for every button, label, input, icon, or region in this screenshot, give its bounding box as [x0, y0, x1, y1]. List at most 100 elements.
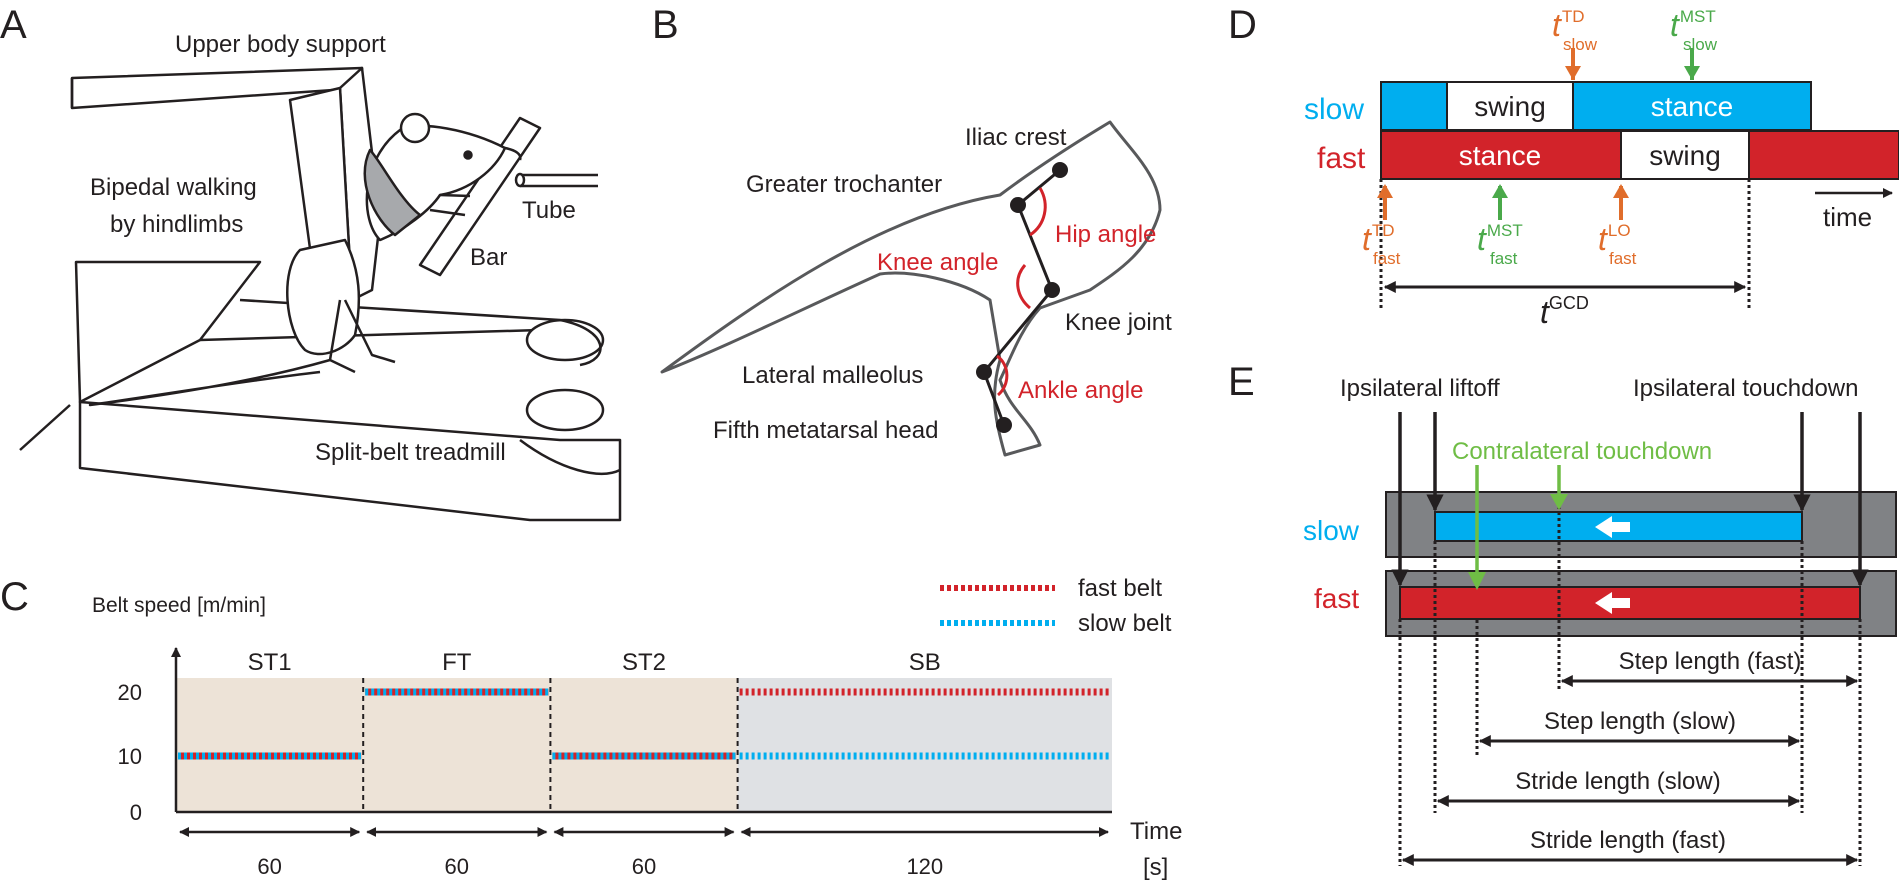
duration-label: 60: [445, 854, 469, 879]
fast-belt-label: fast: [1314, 583, 1359, 614]
time-axis-label: Time: [1130, 818, 1182, 845]
lateral-malleolus-label: Lateral malleolus: [742, 362, 923, 389]
panel-a-letter: A: [0, 3, 27, 47]
ipsilateral-liftoff-label: Ipsilateral liftoff: [1340, 375, 1500, 402]
knee-joint-marker: [1044, 282, 1060, 298]
fifth-metatarsal-marker: [996, 417, 1012, 433]
phase-durations: 60 60 60 120: [179, 827, 1109, 879]
hip-angle-arc: [1029, 187, 1047, 237]
greater-trochanter-marker: [1010, 197, 1026, 213]
mst-fast-arrowhead: [1492, 184, 1508, 198]
ankle-angle-arc: [996, 354, 1009, 397]
phase-label-ft: FT: [442, 649, 472, 676]
legend-slow-label: slow belt: [1078, 610, 1172, 637]
duration-label: 120: [906, 854, 943, 879]
y-tick-label: 0: [130, 800, 142, 825]
slow-swing-label: swing: [1474, 91, 1546, 122]
stride-fast-label: Stride length (fast): [1530, 827, 1726, 854]
angle-arcs: [996, 187, 1047, 397]
time-arrow-label: time: [1823, 202, 1872, 232]
iliac-crest-label: Iliac crest: [965, 124, 1067, 151]
fast-row-label: fast: [1317, 142, 1366, 175]
knee-angle-label: Knee angle: [877, 249, 998, 276]
ankle-angle-label: Ankle angle: [1018, 377, 1143, 404]
panel-e-letter: E: [1228, 360, 1255, 404]
dotted-guides: [1398, 500, 1862, 866]
slow-belt-label: slow: [1303, 515, 1360, 546]
panel-d-letter: D: [1228, 3, 1257, 47]
slow-swing-segment: [1446, 81, 1574, 131]
slow-stance-segment-2: [1572, 81, 1812, 131]
fast-stance-bar: [1399, 586, 1861, 620]
fast-stance-label: stance: [1459, 140, 1542, 171]
mst-slow-arrowhead: [1684, 66, 1700, 80]
phase-bg-st2: [550, 678, 738, 812]
panel-a: A: [0, 3, 622, 522]
panel-d: D slow fast swing stance stance swing ti…: [1228, 3, 1899, 330]
phase-bg-sb: [737, 678, 1112, 812]
fast-stance-segment-1: [1380, 130, 1622, 180]
phase-label-sb: SB: [909, 649, 941, 676]
duration-label: 60: [632, 854, 656, 879]
bar-label: Bar: [470, 244, 507, 271]
upper-body-support-label: Upper body support: [175, 31, 386, 58]
hip-angle-label: Hip angle: [1055, 221, 1156, 248]
lo-fast-arrowhead: [1613, 184, 1629, 198]
hindlimb-outline: [660, 120, 1162, 457]
knee-joint-label: Knee joint: [1065, 309, 1172, 336]
knee-angle-arc: [1016, 264, 1032, 310]
treadmill-label: Split-belt treadmill: [315, 439, 506, 466]
slow-direction-arrow: [1595, 516, 1630, 538]
phase-bg-ft: [363, 678, 551, 812]
contralateral-arrows: [1468, 465, 1568, 590]
panel-b: B Iliac crest Greater trochanter Hip ang…: [652, 3, 1172, 457]
panel-c: C Belt speed [m/min] fast belt slow belt…: [0, 575, 1182, 880]
ipsilateral-touchdown-label: Ipsilateral touchdown: [1633, 375, 1858, 402]
fast-direction-arrow: [1595, 592, 1630, 614]
duration-label: 60: [257, 854, 281, 879]
phase-bg-st1: [176, 678, 364, 812]
legend: fast belt slow belt: [940, 575, 1172, 637]
phase-dividers: [362, 678, 739, 812]
time-axis-unit: [s]: [1143, 854, 1168, 880]
panel-e: E Ipsilateral liftoff Ipsilateral touchd…: [1228, 360, 1897, 866]
fifth-metatarsal-label: Fifth metatarsal head: [713, 417, 938, 444]
slow-row-label: slow: [1304, 93, 1364, 126]
joint-markers: [976, 162, 1068, 433]
greater-trochanter-label: Greater trochanter: [746, 171, 942, 198]
chart-series: [178, 688, 1110, 760]
step-fast-label: Step length (fast): [1619, 648, 1802, 675]
lateral-malleolus-marker: [976, 364, 992, 380]
chart-axes: 0 10 20: [118, 647, 1112, 825]
td-fast-arrowhead: [1377, 184, 1393, 198]
y-tick-label: 10: [118, 744, 142, 769]
fast-stance-segment-2: [1748, 130, 1899, 180]
phase-label-st2: ST2: [622, 649, 666, 676]
t-gcd-label: tGCD: [1540, 293, 1589, 330]
bipedal-label-line1: Bipedal walking: [90, 174, 257, 201]
step-slow-label: Step length (slow): [1544, 708, 1736, 735]
chart-backgrounds: [176, 678, 1112, 812]
fast-swing-label: swing: [1649, 140, 1721, 171]
y-tick-label: 20: [118, 680, 142, 705]
contralateral-touchdown-label: Contralateral touchdown: [1452, 438, 1712, 465]
panel-c-letter: C: [0, 575, 29, 619]
y-axis-title: Belt speed [m/min]: [92, 594, 266, 617]
panel-b-letter: B: [652, 3, 679, 47]
legend-fast-label: fast belt: [1078, 575, 1162, 602]
event-arrows: [1391, 412, 1869, 587]
tube-label: Tube: [522, 197, 576, 224]
treadmill-drawing: [19, 66, 622, 522]
phase-label-st1: ST1: [248, 649, 292, 676]
chart-labels: ST1 FT ST2 SB: [248, 649, 941, 676]
slow-stance-label: stance: [1651, 91, 1734, 122]
iliac-crest-marker: [1052, 162, 1068, 178]
bipedal-label-line2: by hindlimbs: [110, 211, 243, 238]
td-slow-arrowhead: [1565, 66, 1581, 80]
